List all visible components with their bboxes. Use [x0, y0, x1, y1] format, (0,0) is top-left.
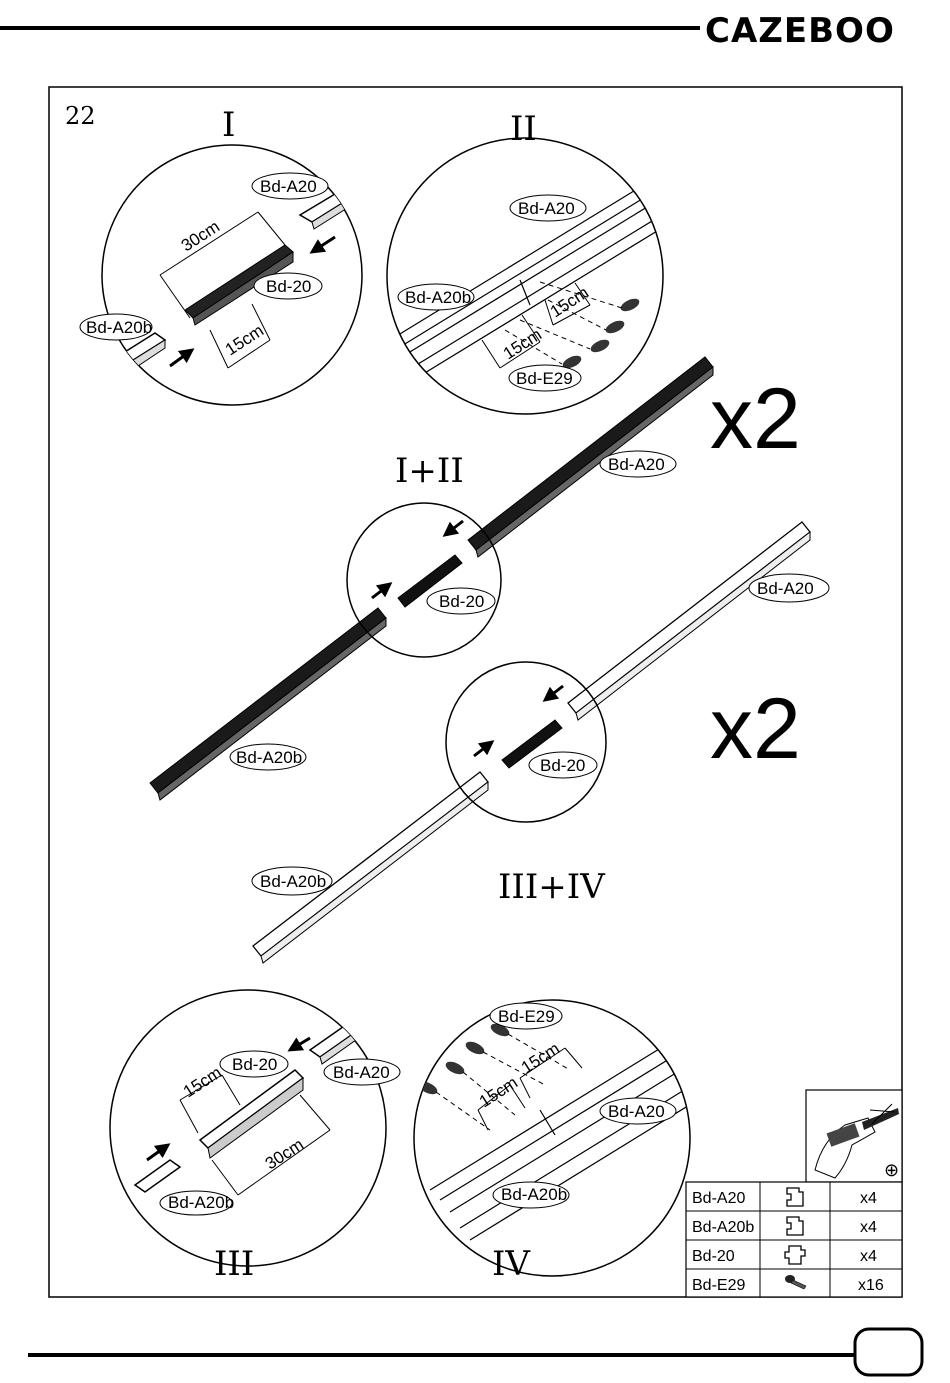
detail-III-label-bda20: Bd-A20 [333, 1063, 390, 1082]
step-number: 22 [65, 102, 96, 130]
detail-I-label-bda20: Bd-A20 [260, 177, 317, 196]
part-code: Bd-E29 [692, 1277, 745, 1294]
detail-I-II-label-bd20: Bd-20 [439, 592, 484, 611]
detail-IV-dim-right: 15cm [518, 1039, 563, 1078]
detail-III-label-bda20b: Bd-A20b [168, 1193, 234, 1212]
page-number-box [855, 1329, 922, 1375]
phillips-bit-icon: ⊕ [884, 1160, 899, 1181]
lower-label-bda20b: Bd-A20b [260, 872, 326, 891]
detail-III-IV-arrow-bottom [474, 742, 492, 756]
detail-I-II-arrow-top [445, 521, 463, 535]
multiplier-upper: x2 [710, 371, 801, 467]
detail-IV-label-bda20b: Bd-A20b [501, 1185, 567, 1204]
detail-III-dim-15cm: 15cm [180, 1063, 225, 1102]
detail-II-label-bde29: Bd-E29 [516, 369, 573, 388]
detail-II-title: II [510, 109, 537, 149]
upper-label-bda20: Bd-A20 [608, 455, 665, 474]
part-code: Bd-20 [692, 1248, 735, 1265]
detail-IV-dim-left: 15cm [476, 1073, 521, 1112]
lower-assembly: III+IV Bd-20 Bd-A20 Bd-A20b x2 [252, 522, 829, 963]
lower-label-bda20: Bd-A20 [757, 579, 814, 598]
part-qty: x4 [860, 1219, 877, 1236]
detail-IV-profile [430, 1030, 730, 1240]
brand-logo: CAZEBOO [705, 11, 895, 51]
detail-I-dim-15cm: 15cm [222, 321, 267, 360]
detail-I-arrow-left [170, 350, 192, 366]
detail-II-label-bda20: Bd-A20 [518, 199, 575, 218]
detail-I-label-bda20b: Bd-A20b [86, 318, 152, 337]
detail-I-arrow-right [312, 237, 335, 252]
detail-II: II [387, 109, 680, 414]
detail-I-label-bd20: Bd-20 [266, 277, 311, 296]
detail-I-title: I [222, 105, 235, 145]
upper-profile-a20 [468, 357, 713, 550]
detail-III: III 15cm 30cm Bd-20 Bd-A20 Bd-A20b [110, 990, 400, 1284]
part-code: Bd-A20 [692, 1190, 745, 1207]
detail-I-II-arrow-bottom [372, 584, 390, 598]
detail-III-dim-30cm: 30cm [262, 1135, 307, 1174]
detail-II-label-bda20b: Bd-A20b [405, 288, 471, 307]
detail-I: I 30cm 15cm Bd-20 Bd-A20 Bd-A20b [80, 105, 362, 405]
detail-IV-title: IV [492, 1244, 531, 1284]
upper-label-bda20b: Bd-A20b [236, 748, 302, 767]
detail-IV-label-bda20: Bd-A20 [608, 1102, 665, 1121]
part-qty: x4 [860, 1190, 877, 1207]
detail-III-label-bd20: Bd-20 [232, 1055, 277, 1074]
detail-III-profile-left [135, 1160, 180, 1192]
detail-IV-label-bde29: Bd-E29 [498, 1007, 555, 1026]
part-qty: x16 [858, 1277, 884, 1294]
detail-III-title: III [214, 1244, 254, 1284]
detail-I-II-title: I+II [395, 451, 464, 491]
multiplier-lower: x2 [710, 681, 801, 777]
detail-III-arrow-right [290, 1038, 310, 1050]
part-qty: x4 [860, 1248, 877, 1265]
lower-profile-a20b [253, 772, 488, 956]
detail-III-IV-arrow-top [545, 686, 563, 700]
detail-III-IV-label-bd20: Bd-20 [540, 756, 585, 775]
parts-table: ⊕ Bd-A20 x4 Bd-A20b x4 Bd-20 x4 Bd-E29 [686, 1090, 902, 1297]
detail-IV: IV [414, 1000, 730, 1284]
part-code: Bd-A20b [692, 1219, 754, 1236]
detail-III-IV-title: III+IV [498, 867, 606, 907]
upper-assembly: I+II Bd-20 Bd-A20 Bd-A20b x2 [150, 357, 801, 800]
detail-III-arrow-left [147, 1145, 168, 1160]
